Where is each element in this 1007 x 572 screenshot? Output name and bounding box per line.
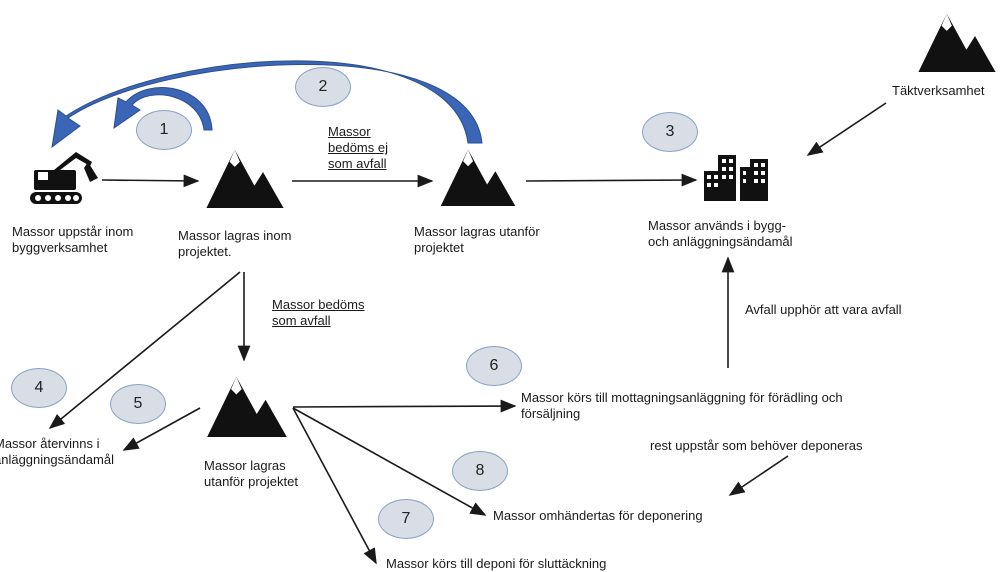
label-stored-outside-project-2: Massor lagras utanför projektet xyxy=(204,458,298,489)
arrow-rest-down xyxy=(728,455,789,496)
step-badge-1: 1 xyxy=(136,110,192,150)
arrow-to-landfill xyxy=(292,407,377,565)
arrow-source-to-stored xyxy=(101,174,200,188)
label-assessed-as-waste: Massor bedöms som avfall xyxy=(272,297,365,328)
mountain-icon xyxy=(918,13,996,72)
arrow-to-disposal xyxy=(292,407,487,516)
label-source: Massor uppstår inom byggverksamhet xyxy=(12,224,134,255)
label-quarry: Täktverksamhet xyxy=(892,83,985,98)
arrow-stored-to-recovered xyxy=(48,271,241,430)
step-badge-2: 2 xyxy=(295,67,351,107)
label-to-facility: Massor körs till mottagningsanläggning f… xyxy=(521,390,843,421)
step-badge-8: 8 xyxy=(452,451,508,491)
label-ceases-to-be-waste: Avfall upphör att vara avfall xyxy=(745,302,902,317)
step-badge-4: 4 xyxy=(11,368,67,408)
label-rest-arises: rest uppstår som behöver deponeras xyxy=(650,438,863,453)
mountain-icon xyxy=(207,376,287,437)
label-used-in-construction: Massor används i bygg- och anläggningsän… xyxy=(648,218,793,249)
label-not-waste: Massor bedöms ej som avfall xyxy=(328,124,388,171)
mountain-icon xyxy=(440,149,516,206)
label-recovered: Massor återvinns i anläggningsändamål xyxy=(0,436,114,467)
mountain-icon xyxy=(206,149,284,208)
curved-arrow-2 xyxy=(51,60,483,149)
excavator-icon xyxy=(30,152,98,204)
arrow-to-facility xyxy=(292,399,517,413)
step-badge-7: 7 xyxy=(378,499,434,539)
step-badge-6: 6 xyxy=(466,346,522,386)
arrow-quarry-to-used xyxy=(806,102,887,156)
label-disposal: Massor omhändertas för deponering xyxy=(493,508,703,523)
arrow-waste-to-recovered5 xyxy=(122,407,201,451)
label-landfill: Massor körs till deponi för sluttäckning xyxy=(386,556,607,571)
buildings-icon xyxy=(704,155,768,201)
label-stored-outside-project: Massor lagras utanför projektet xyxy=(414,224,540,255)
label-stored-in-project: Massor lagras inom projektet. xyxy=(178,228,292,259)
step-badge-5: 5 xyxy=(110,384,166,424)
curved-arrow-1 xyxy=(113,87,213,131)
arrow-outside-to-used xyxy=(525,173,698,187)
step-badge-3: 3 xyxy=(642,112,698,152)
